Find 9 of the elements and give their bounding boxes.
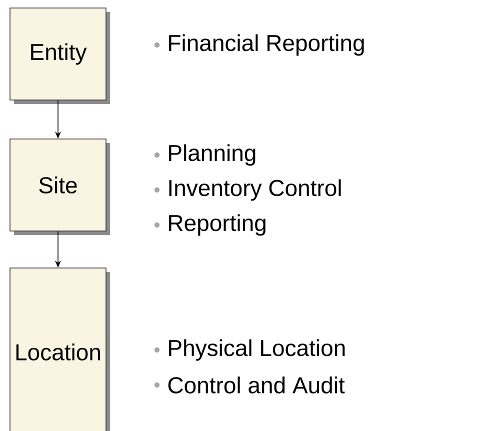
- bullet-item: Financial Reporting: [154, 34, 364, 56]
- process-box: Entity: [10, 8, 110, 104]
- bullet-item: Inventory Control: [154, 179, 341, 201]
- bullet-item: Reporting: [154, 214, 266, 236]
- bullet-item: Planning: [154, 144, 256, 166]
- bullet-item: Control and Audit: [154, 376, 345, 394]
- process-box: Location: [10, 268, 110, 431]
- bullet-item: Physical Location: [154, 339, 345, 361]
- process-box: Site: [10, 138, 110, 235]
